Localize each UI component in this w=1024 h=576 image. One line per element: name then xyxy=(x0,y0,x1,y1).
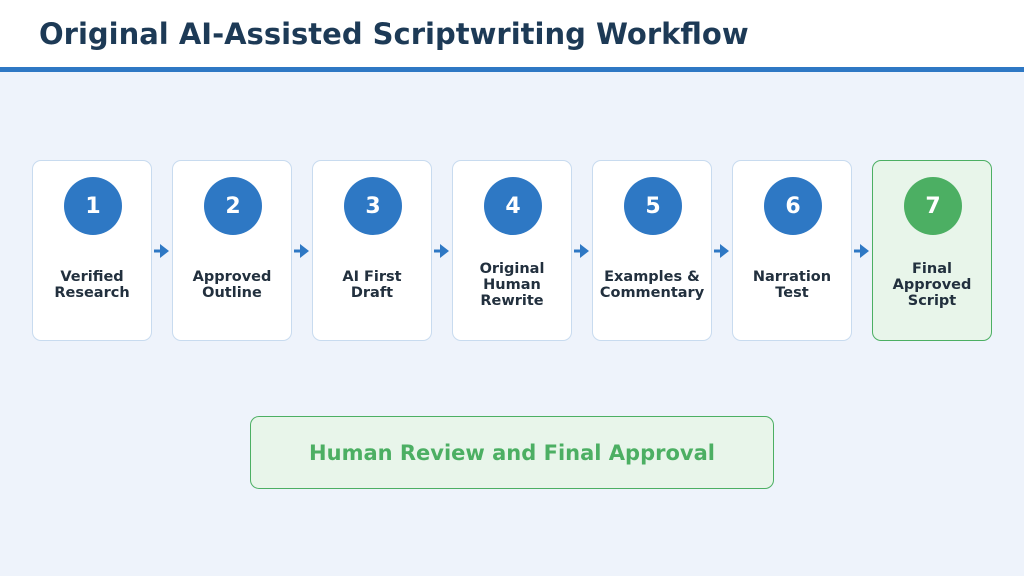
step-label-line: Test xyxy=(775,285,809,301)
step-label-line: Outline xyxy=(202,285,262,301)
step-label-line: Verified xyxy=(60,269,124,285)
step-label-line: Script xyxy=(907,293,957,309)
header-bar: Original AI-Assisted Scriptwriting Workf… xyxy=(0,0,1024,68)
step-label-line: Narration xyxy=(752,269,832,285)
step-number-badge: 1 xyxy=(64,177,122,235)
step-number-badge: 6 xyxy=(764,177,822,235)
step-label: Approved Outline xyxy=(173,243,291,327)
step-label-line: Approved xyxy=(192,269,272,285)
arrow-right-icon xyxy=(154,244,169,258)
page-title: Original AI-Assisted Scriptwriting Workf… xyxy=(39,17,749,51)
step-number-badge: 7 xyxy=(904,177,962,235)
header-divider xyxy=(0,67,1024,72)
step-label-line: Final xyxy=(912,261,952,277)
step-label: Original Human Rewrite xyxy=(453,243,571,327)
step-label-line: Human xyxy=(483,277,541,293)
arrow-right-icon xyxy=(574,244,589,258)
step-card-4: 4 Original Human Rewrite xyxy=(452,160,572,341)
step-number-badge: 4 xyxy=(484,177,542,235)
step-label-line: Original xyxy=(479,261,545,277)
step-label-line: Approved xyxy=(892,277,972,293)
arrow-right-icon xyxy=(434,244,449,258)
step-card-3: 3 AI First Draft xyxy=(312,160,432,341)
step-number-badge: 5 xyxy=(624,177,682,235)
arrow-right-icon xyxy=(714,244,729,258)
step-label-line: Rewrite xyxy=(480,293,544,309)
step-label: Examples & Commentary xyxy=(593,243,711,327)
arrow-right-icon xyxy=(854,244,869,258)
step-card-7: 7 Final Approved Script xyxy=(872,160,992,341)
step-label: AI First Draft xyxy=(313,243,431,327)
step-card-5: 5 Examples & Commentary xyxy=(592,160,712,341)
step-label-line: Draft xyxy=(350,285,394,301)
step-label: Verified Research xyxy=(33,243,151,327)
human-review-banner: Human Review and Final Approval xyxy=(250,416,774,489)
step-card-1: 1 Verified Research xyxy=(32,160,152,341)
step-card-6: 6 Narration Test xyxy=(732,160,852,341)
step-label-line: Examples & xyxy=(604,269,700,285)
step-number-badge: 2 xyxy=(204,177,262,235)
step-label-line: Commentary xyxy=(599,285,705,301)
step-card-2: 2 Approved Outline xyxy=(172,160,292,341)
step-label: Narration Test xyxy=(733,243,851,327)
step-number-badge: 3 xyxy=(344,177,402,235)
arrow-right-icon xyxy=(294,244,309,258)
step-label: Final Approved Script xyxy=(873,243,991,327)
step-label-line: Research xyxy=(54,285,130,301)
banner-label: Human Review and Final Approval xyxy=(309,440,715,465)
step-label-line: AI First xyxy=(342,269,402,285)
